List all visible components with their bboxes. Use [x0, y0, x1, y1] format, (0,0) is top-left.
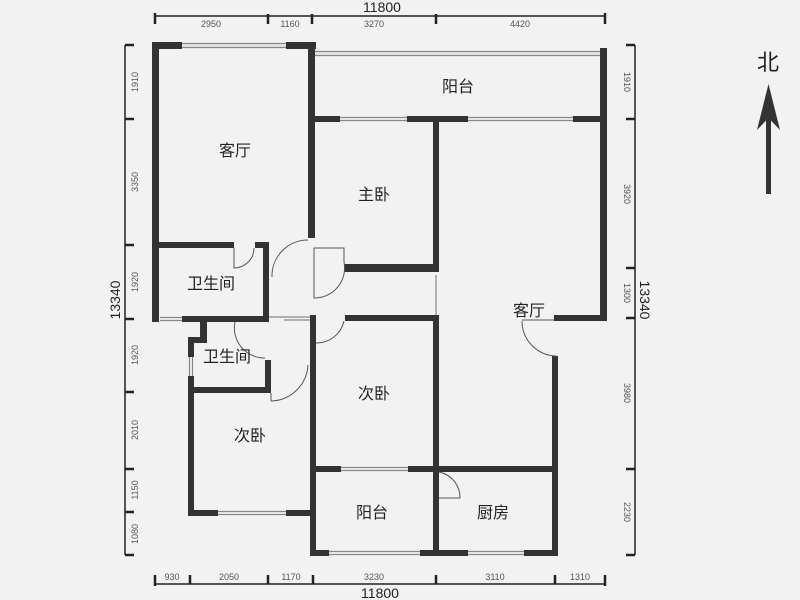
top-total-dimension: 11800 [363, 0, 401, 15]
bottom-dim-segment: 3230 [364, 572, 384, 582]
room-living-west: 客厅 [219, 141, 251, 160]
doors [233, 239, 557, 499]
windows [160, 42, 604, 556]
left-dim-segment: 1080 [130, 524, 140, 544]
room-bathroom-1: 卫生间 [187, 274, 235, 293]
right-dim-segment: 1910 [622, 72, 632, 92]
bottom-dim-segment: 3110 [485, 572, 504, 582]
room-labels: 客厅 阳台 主卧 客厅 卫生间 卫生间 次卧 次卧 阳台 厨房 [187, 77, 545, 522]
left-dim-segment: 1920 [130, 272, 140, 292]
right-dim-segment: 3920 [622, 184, 632, 204]
top-dim-segment: 1160 [280, 19, 299, 29]
left-dimension: 1910 3350 1920 1920 2010 1150 1080 13340 [107, 43, 140, 557]
top-dim-segment: 3270 [364, 19, 384, 29]
door-bathroom-1 [233, 247, 255, 269]
right-total-dimension: 13340 [637, 281, 653, 320]
left-dim-segment: 3350 [130, 172, 140, 192]
door-living-east [521, 320, 557, 357]
right-dimension: 1910 3920 1300 3980 2230 13340 [622, 43, 653, 557]
left-total-dimension: 13340 [107, 280, 123, 319]
room-balcony-north: 阳台 [442, 77, 474, 96]
door-living-west [271, 239, 309, 278]
left-dim-segment: 1920 [130, 345, 140, 365]
right-dim-segment: 1300 [622, 283, 632, 303]
bottom-dim-segment: 930 [164, 572, 179, 582]
bottom-dimension: 930 2050 1170 3230 3110 1310 11800 [153, 572, 607, 600]
door-second-bedroom-center [315, 320, 345, 344]
bottom-dim-segment: 1310 [570, 572, 590, 582]
top-dim-segment: 2950 [201, 19, 221, 29]
room-balcony-south: 阳台 [356, 503, 388, 522]
top-dim-segment: 4420 [510, 19, 530, 29]
left-dim-segment: 1910 [130, 72, 140, 92]
walls [152, 42, 607, 556]
left-dim-segment: 2010 [130, 420, 140, 440]
door-kitchen [438, 471, 461, 499]
room-kitchen: 厨房 [477, 503, 509, 522]
north-arrow-icon [757, 84, 780, 194]
right-dim-segment: 2230 [622, 502, 632, 522]
compass: 北 [757, 51, 780, 194]
room-second-bedroom-center: 次卧 [358, 384, 390, 403]
left-dim-segment: 1150 [130, 480, 140, 499]
right-dim-segment: 3980 [622, 383, 632, 403]
bottom-dim-segment: 2050 [219, 572, 239, 582]
bottom-dim-segment: 1170 [281, 572, 300, 582]
room-second-bedroom-west: 次卧 [234, 426, 266, 445]
room-living-east: 客厅 [513, 301, 545, 320]
compass-north-label: 北 [757, 51, 779, 76]
top-dimension: 11800 2950 1160 3270 4420 [153, 0, 607, 29]
room-bathroom-2: 卫生间 [203, 347, 251, 366]
door-master-bedroom [313, 247, 346, 299]
bottom-total-dimension: 11800 [361, 585, 399, 600]
door-bathroom-2 [233, 321, 266, 359]
door-second-bedroom-west [270, 364, 309, 402]
room-master-bedroom: 主卧 [358, 185, 390, 204]
